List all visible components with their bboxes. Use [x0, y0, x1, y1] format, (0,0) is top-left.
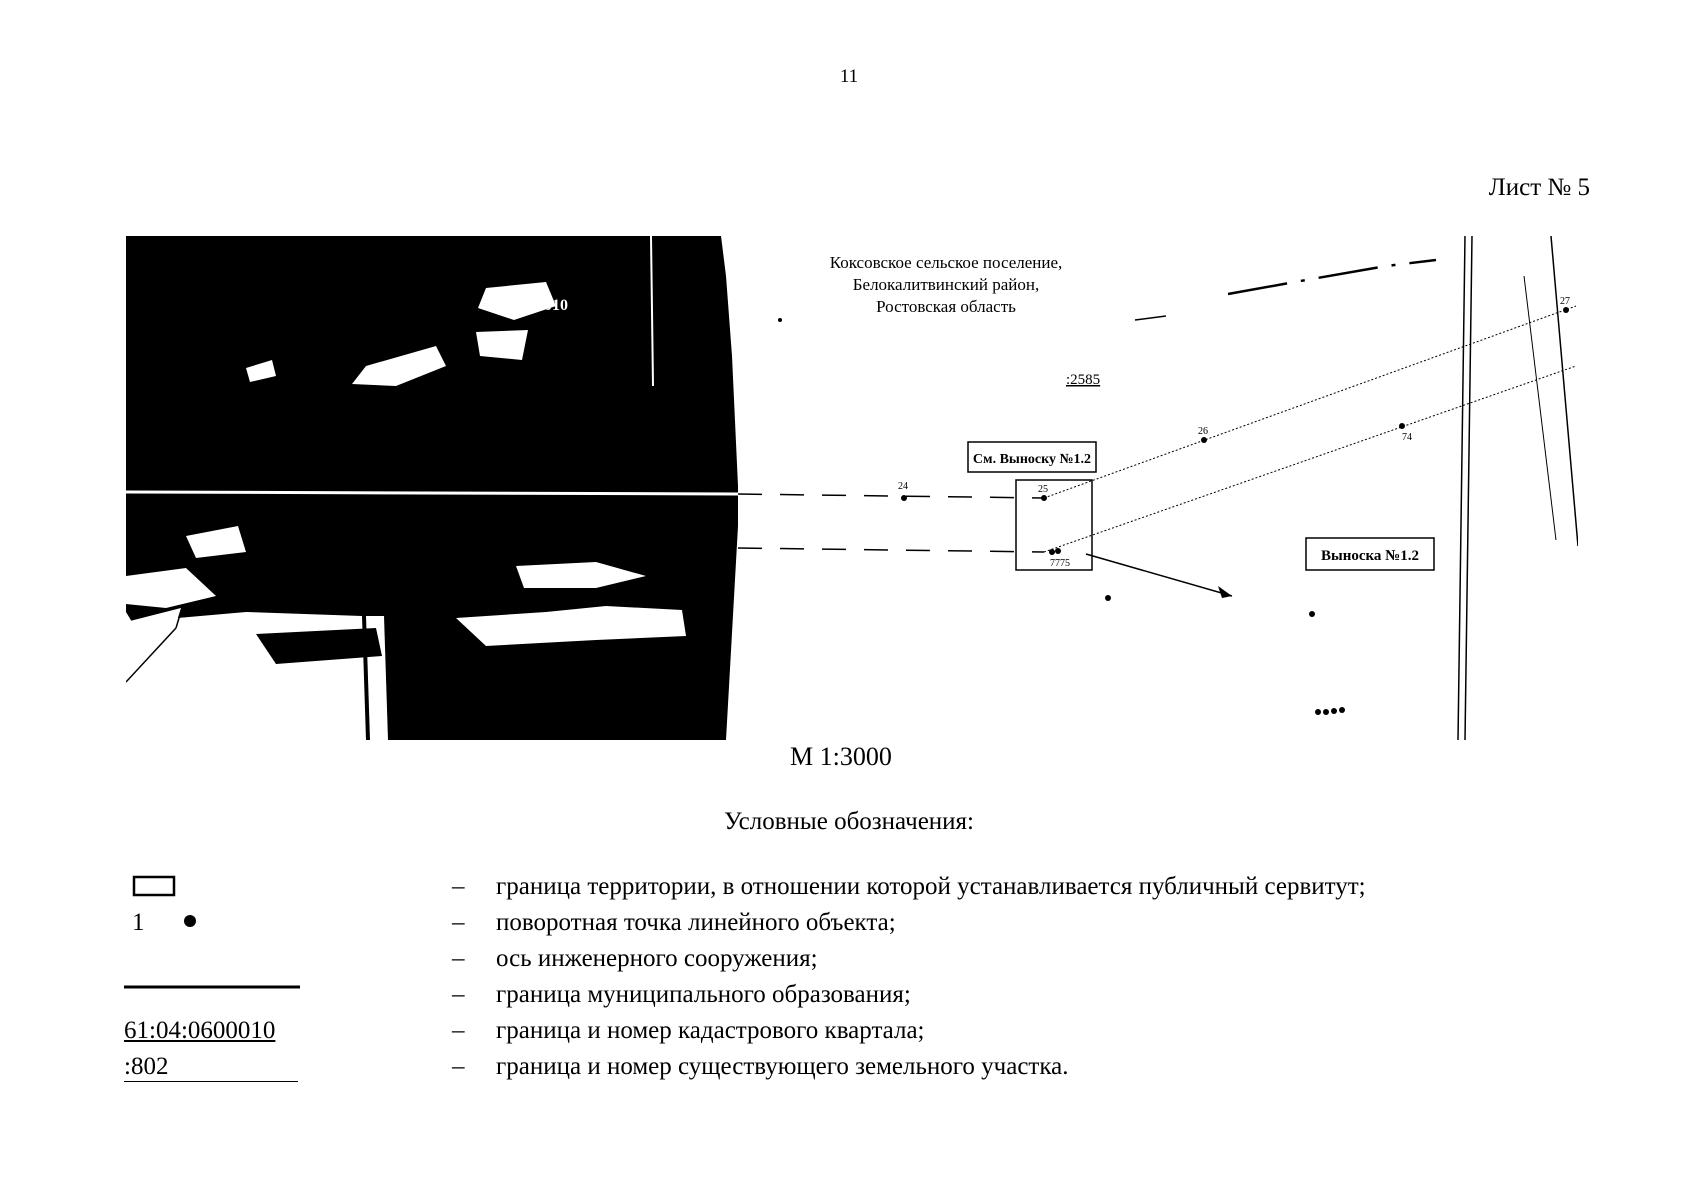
point-label-26: 26: [1198, 426, 1208, 437]
map-scale: М 1:3000: [790, 742, 892, 771]
legend-dash: –: [452, 909, 465, 936]
legend-dash: –: [452, 981, 465, 1008]
point-label-7775: 7775: [1050, 558, 1070, 569]
point-74: [1399, 423, 1405, 429]
region-label-1: Коксовское сельское поселение,: [830, 253, 1063, 272]
point-symbol-number: 1: [132, 909, 145, 936]
point-label-74: 74: [1402, 432, 1412, 443]
parcel-label: :2585: [1066, 372, 1100, 388]
sheet-label: Лист № 5: [1488, 174, 1590, 201]
aerial-photo-fragment: [126, 236, 739, 740]
turning-points: 24 25 26 27 74 7775: [778, 296, 1570, 715]
servitude-boundary-symbol: [124, 873, 180, 906]
legend-text: граница и номер существующего земельного…: [496, 1053, 1069, 1080]
legend-row-quarter: 61:04:0600010 – граница и номер кадастро…: [0, 1017, 1698, 1053]
point-25: [1041, 495, 1047, 501]
point-75: [1055, 548, 1061, 554]
point-26: [1201, 437, 1207, 443]
point-label-27: 27: [1560, 296, 1570, 307]
region-label-2: Белокалитвинский район,: [853, 275, 1039, 294]
legend-text: граница и номер кадастрового квартала;: [496, 1017, 925, 1044]
point-label-25: 25: [1038, 484, 1048, 495]
municipal-boundary-symbol: [124, 981, 304, 1012]
legend-row-turning-point: 1 – поворотная точка линейного объекта;: [0, 909, 1698, 945]
point-24: [901, 495, 907, 501]
map-canvas: 0010 Коксовское сельское поселение, Бело…: [126, 236, 1578, 740]
quarter-number-symbol: 61:04:0600010: [124, 1017, 276, 1044]
callout-box-label: Выноска №1.2: [1321, 548, 1419, 564]
legend-row-parcel: :802 – граница и номер существующего зем…: [0, 1053, 1698, 1089]
legend-dash: –: [452, 873, 465, 900]
parcel-number-symbol: :802: [124, 1053, 298, 1082]
point-77: [1049, 549, 1055, 555]
legend-text: поворотная точка линейного объекта;: [496, 909, 896, 936]
quarter-number-fragment: 0010: [536, 297, 568, 314]
legend-title: Условные обозначения:: [723, 808, 975, 835]
legend-dash: –: [452, 1017, 465, 1044]
legend-text: граница территории, в отношении которой …: [496, 873, 1366, 900]
point-label-24: 24: [898, 481, 908, 492]
region-label-3: Ростовская область: [876, 297, 1016, 316]
turning-point-symbol: 1: [132, 909, 196, 937]
legend-row-axis: – ось инженерного сооружения;: [0, 945, 1698, 981]
legend-text: ось инженерного сооружения;: [496, 945, 818, 972]
legend-text: граница муниципального образования;: [496, 981, 911, 1008]
legend-row-municipal: – граница муниципального образования;: [0, 981, 1698, 1017]
legend-dash: –: [452, 945, 465, 972]
page-number: 11: [839, 66, 859, 87]
callout-reference: См. Выноску №1.2: [973, 452, 1091, 467]
point-27: [1563, 307, 1569, 313]
legend-dash: –: [452, 1053, 465, 1080]
legend-row-servitude: – граница территории, в отношении которо…: [0, 873, 1698, 909]
